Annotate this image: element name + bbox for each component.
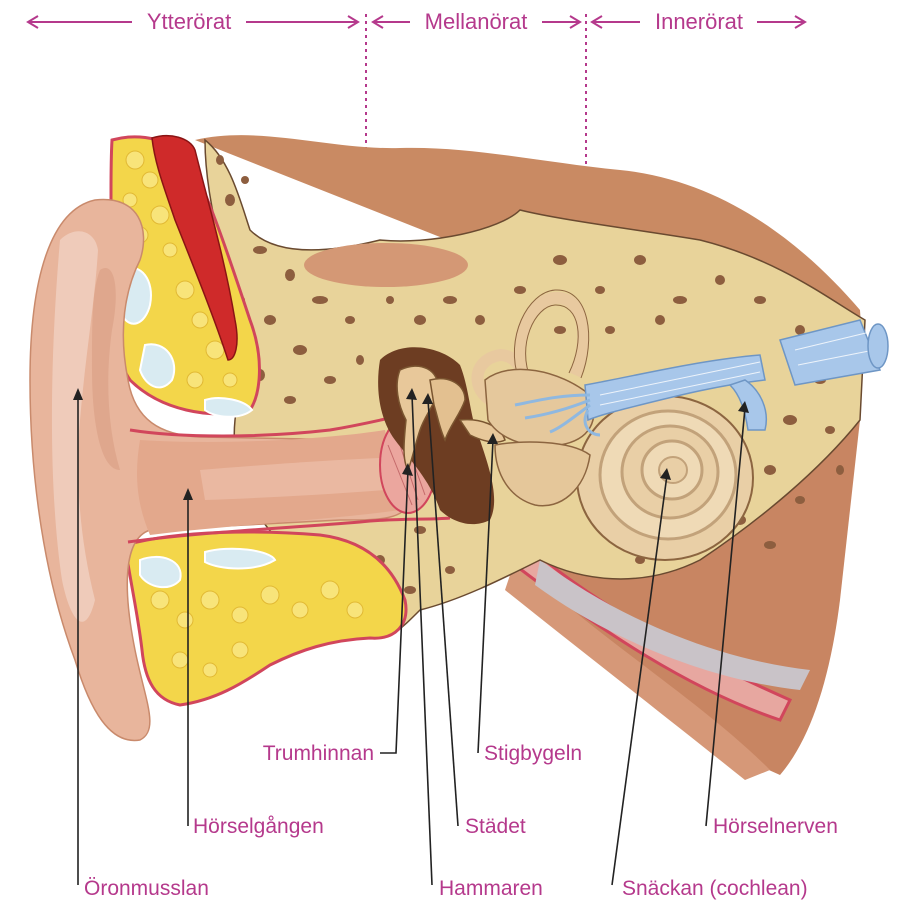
nerve-end-cap: [868, 324, 888, 368]
label-horselnerven: Hörselnerven: [713, 815, 838, 838]
section-label-outer-ear: Ytterörat: [147, 9, 231, 34]
label-hammaren: Hammaren: [439, 877, 543, 900]
label-snackan: Snäckan (cochlean): [622, 877, 808, 900]
label-trumhinnan: Trumhinnan: [263, 742, 374, 765]
skin-patch: [304, 243, 468, 287]
label-stigbygeln: Stigbygeln: [484, 742, 582, 765]
label-horselgangen: Hörselgången: [193, 815, 324, 838]
ear-illustration: [30, 135, 888, 780]
section-label-inner-ear: Innerörat: [655, 9, 743, 34]
label-oronmusslan: Öronmusslan: [84, 877, 209, 900]
section-label-middle-ear: Mellanörat: [425, 9, 528, 34]
label-stadet: Städet: [465, 815, 526, 838]
